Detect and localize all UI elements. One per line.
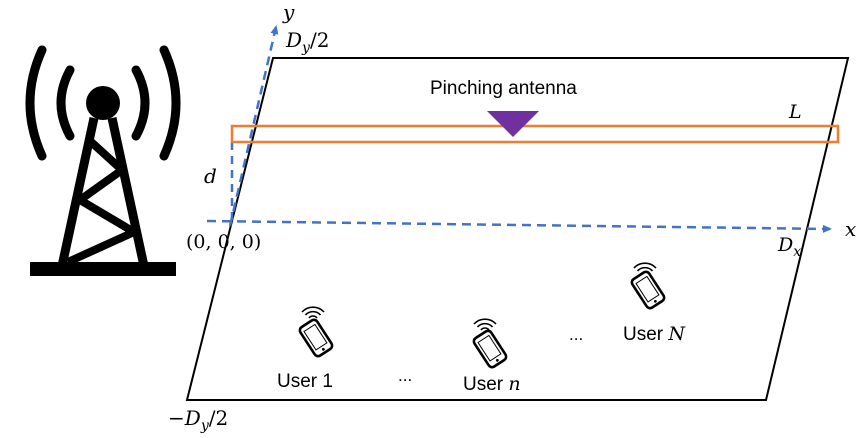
smartphone-icon [471,327,509,371]
user-1: User 1 [277,306,335,392]
dy-bottom-label: −Dy/2 [168,406,228,434]
ellipsis-right: ... [569,325,583,344]
user-1-label: User 1 [277,371,333,392]
user-n-label: User n [463,373,521,395]
dy-top-label: Dy/2 [285,28,329,56]
smartphone-icon [629,268,667,312]
smartphone-icon [297,316,335,360]
x-axis-label: x [845,217,856,241]
pinching-antenna-marker [487,111,539,137]
x-axis [206,219,832,233]
pinching-antenna-label: Pinching antenna [430,78,577,99]
waveguide [230,124,840,144]
wifi-signal-icon [301,306,325,319]
user-N: User N [623,262,686,345]
ground-plane [185,57,850,401]
height-label: d [204,164,217,188]
y-axis [228,25,279,227]
cell-tower-icon [25,45,181,276]
user-N-label: User N [623,323,686,345]
y-axis-label: y [282,0,295,24]
origin-label: (0, 0, 0) [186,231,261,253]
length-label: L [788,101,802,123]
ellipsis-left: ... [398,366,412,385]
dx-label: Dx [777,234,801,260]
user-n: User n [463,318,521,395]
wifi-signal-icon [473,318,497,331]
